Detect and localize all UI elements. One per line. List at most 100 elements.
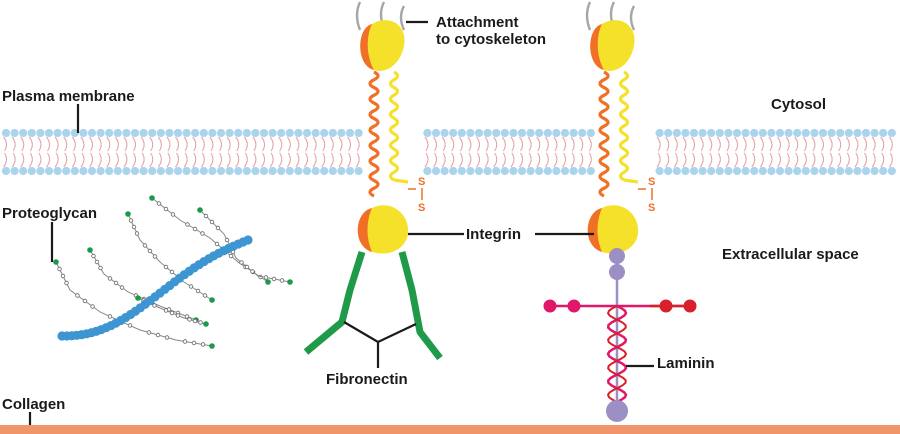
lipid-tail	[286, 136, 291, 168]
integrin-beta-head-top	[597, 20, 635, 71]
integrin-alpha-chain	[368, 70, 380, 198]
lipid-head-bottom	[844, 166, 853, 176]
lipid-head-bottom	[664, 166, 673, 176]
lipid-head-bottom	[818, 166, 828, 176]
lipid-head-bottom	[44, 166, 54, 176]
gag-unit	[94, 259, 100, 265]
gag-unit	[147, 248, 153, 254]
lipid-tail	[845, 136, 850, 168]
lipid-head-bottom	[586, 166, 595, 176]
lipid-head-top	[70, 128, 79, 138]
gag-unit	[200, 342, 206, 347]
lipid-head-bottom	[79, 166, 88, 176]
lipid-head-bottom	[36, 166, 45, 176]
gag-unit	[203, 213, 209, 219]
lipid-head-top	[793, 128, 802, 138]
lipid-tail	[519, 136, 524, 168]
lipid-tail	[562, 136, 567, 168]
lipid-head-top	[853, 128, 862, 138]
lipid-tail	[97, 136, 102, 168]
lipid-head-bottom	[535, 166, 544, 176]
lipid-head-top	[156, 128, 165, 138]
gag-start	[135, 295, 141, 301]
gag-chain	[89, 249, 197, 321]
lipid-head-top	[827, 128, 836, 138]
gag-unit	[263, 275, 269, 280]
lipid-tail	[63, 136, 68, 168]
gag-start	[125, 211, 131, 217]
lipid-head-bottom	[216, 166, 226, 176]
lipid-tail	[493, 136, 498, 168]
lipid-tail	[46, 136, 51, 168]
disulfide-s-top: S	[418, 176, 425, 188]
lipid-tail	[183, 136, 188, 168]
gag-start	[53, 259, 59, 265]
lipid-head-top	[328, 128, 337, 138]
lipid-tail	[777, 136, 782, 168]
integrin-beta-head-top	[367, 20, 405, 71]
lipid-head-top	[225, 128, 234, 138]
gag-end	[287, 279, 293, 285]
lipid-tail	[295, 136, 300, 168]
gag-unit	[192, 226, 198, 232]
lipid-head-top	[242, 128, 251, 138]
lipid-head-top	[19, 128, 28, 138]
gag-unit	[152, 303, 157, 308]
gag-unit	[152, 254, 158, 259]
lipid-head-top	[492, 128, 501, 138]
lipid-head-bottom	[345, 166, 355, 176]
disulfide-s-bottom: S	[418, 202, 425, 214]
lipid-head-bottom	[328, 166, 337, 176]
lipid-tail	[751, 136, 756, 168]
lipid-head-bottom	[784, 166, 793, 176]
lipid-head-bottom	[560, 166, 570, 176]
lipid-head-top	[818, 128, 828, 138]
integrin-beta-tail	[393, 178, 409, 184]
gag-start	[87, 247, 93, 253]
lipid-head-top	[320, 128, 329, 138]
gag-unit	[64, 280, 69, 286]
lipid-head-bottom	[449, 166, 458, 176]
gag-unit	[146, 330, 152, 335]
lipid-tail	[768, 136, 773, 168]
lipid-head-bottom	[10, 166, 19, 176]
core-protein-bead	[243, 235, 253, 245]
lipid-head-top	[560, 128, 570, 138]
label-cytosol: Cytosol	[771, 96, 827, 113]
lipid-head-bottom	[474, 166, 484, 176]
lipid-head-top	[122, 128, 131, 138]
lipid-head-bottom	[105, 166, 114, 176]
label-plasma-membrane: Plasma membrane	[2, 88, 135, 105]
gag-end	[209, 343, 215, 349]
lipid-tail	[587, 136, 592, 168]
gag-end	[265, 279, 271, 285]
gag-unit	[182, 339, 188, 344]
integrin-alpha-head	[357, 208, 372, 252]
lipid-head-bottom	[801, 166, 810, 176]
label-attachment-line2: to cytoskeleton	[436, 31, 547, 48]
lipid-tail	[536, 136, 541, 168]
lipid-head-bottom	[715, 166, 724, 176]
lipid-tail	[716, 136, 721, 168]
label-proteoglycan: Proteoglycan	[2, 205, 98, 222]
lipid-head-bottom	[750, 166, 759, 176]
lipid-head-bottom	[423, 166, 432, 176]
label-laminin: Laminin	[657, 355, 715, 372]
gag-end	[209, 297, 215, 303]
lipid-head-bottom	[165, 166, 174, 176]
lipid-tail	[553, 136, 558, 168]
lipid-head-bottom	[569, 166, 578, 176]
lipid-head-bottom	[681, 166, 690, 176]
lipid-head-bottom	[724, 166, 733, 176]
lipid-tail	[785, 136, 790, 168]
lipid-head-bottom	[655, 166, 664, 176]
gag-unit	[244, 264, 250, 270]
lipid-head-top	[294, 128, 303, 138]
lipid-head-bottom	[707, 166, 716, 176]
lipid-tail	[321, 136, 326, 168]
gag-unit	[128, 218, 134, 223]
lipid-head-bottom	[509, 166, 518, 176]
lipid-tail	[11, 136, 16, 168]
lipid-tail	[209, 136, 214, 168]
gag-unit	[163, 264, 169, 270]
